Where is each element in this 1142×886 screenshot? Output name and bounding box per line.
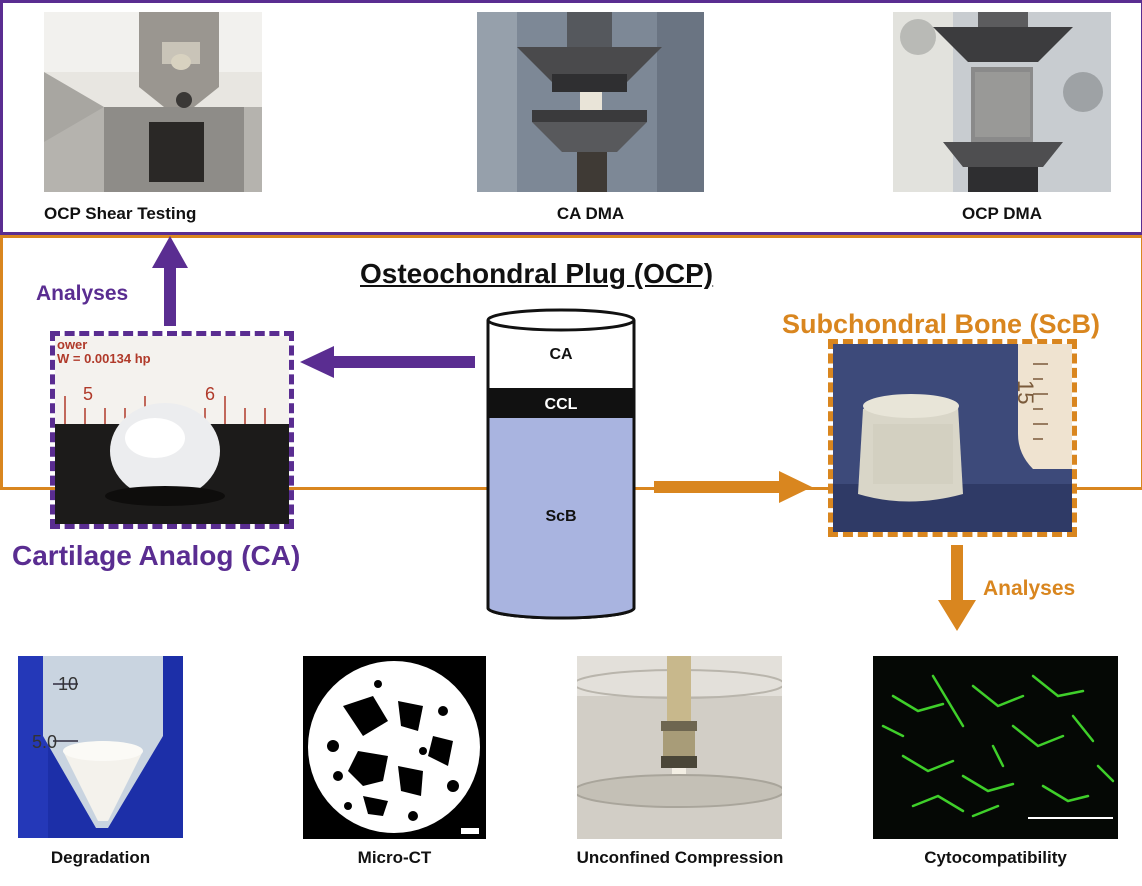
ruler-number-6: 6 [205, 384, 216, 404]
cartilage-analog-photo: ower W = 0.00134 hp 5 6 [50, 331, 294, 529]
right-analyses-label: Analyses [983, 577, 1076, 600]
left-analyses-label: Analyses [36, 282, 129, 305]
layer-ccl-label: CCL [544, 396, 578, 413]
cartilage-analog-label: Cartilage Analog (CA) [12, 540, 301, 571]
unconfined-compression-photo [577, 656, 782, 839]
layer-ca-label: CA [549, 346, 573, 363]
caption-unconfined-compression: Unconfined Compression [576, 848, 784, 867]
osteochondral-plug-cylinder: CA CCL ScB [486, 308, 636, 620]
caption-cytocompatibility: Cytocompatibility [924, 848, 1067, 867]
tube-mark-5: 5.0 [32, 732, 58, 752]
right-down-arrow [938, 545, 976, 631]
page-title: Osteochondral Plug (OCP) [360, 258, 714, 289]
arrow-to-subchondral-bone [654, 471, 812, 503]
ruler-label-line2: W = 0.00134 hp [57, 351, 151, 366]
subchondral-bone-label: Subchondral Bone (ScB) [782, 309, 1101, 339]
ruler-number-5: 5 [83, 384, 94, 404]
subchondral-bone-photo: 15 [828, 339, 1077, 537]
caption-micro-ct: Micro-CT [357, 848, 432, 867]
left-up-arrow [152, 236, 188, 326]
tube-mark-10: 10 [58, 674, 79, 694]
ruler-number-15: 15 [1013, 380, 1038, 405]
ocp-shear-testing-photo [44, 12, 262, 192]
ocp-dma-photo [893, 12, 1111, 192]
caption-ca-dma: CA DMA [556, 204, 625, 223]
layer-scb-label: ScB [545, 508, 577, 525]
caption-ocp-dma: OCP DMA [962, 204, 1042, 223]
micro-ct-photo [303, 656, 486, 839]
caption-ocp-shear-testing: OCP Shear Testing [44, 204, 197, 223]
degradation-photo: 10 5.0 [18, 656, 183, 838]
caption-degradation: Degradation [50, 848, 151, 867]
ca-dma-photo [477, 12, 704, 192]
cytocompatibility-photo [873, 656, 1118, 839]
arrow-to-cartilage-analog [300, 346, 475, 378]
ruler-label-line1: ower [57, 337, 88, 352]
